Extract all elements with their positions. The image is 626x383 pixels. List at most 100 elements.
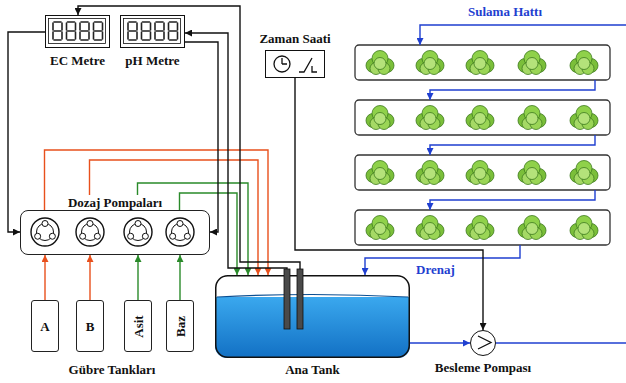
connector xyxy=(295,78,483,330)
node-label: Ana Tank xyxy=(285,362,340,377)
row-flow-line xyxy=(430,190,595,210)
display-segment xyxy=(81,39,88,41)
leaf xyxy=(526,58,538,70)
node-label: Asit xyxy=(130,315,145,337)
node-label: pH Metre xyxy=(125,53,179,68)
row-flow-line xyxy=(430,80,595,100)
lettuce-icon xyxy=(518,106,546,130)
text-holder: B xyxy=(77,301,103,351)
leaf xyxy=(474,113,486,125)
display-segment xyxy=(68,39,75,41)
display-segment xyxy=(143,21,150,23)
display-segment xyxy=(54,39,61,41)
node-label: Besleme Pompası xyxy=(435,360,531,375)
lettuce-plants xyxy=(366,51,598,240)
seven-seg-digit xyxy=(94,22,103,40)
water-surface xyxy=(217,295,408,298)
display-segment xyxy=(163,23,165,30)
connector xyxy=(44,255,45,300)
nutrient-water xyxy=(215,297,410,358)
display-segment xyxy=(129,21,136,23)
meter-display xyxy=(121,16,184,47)
node-label: Zaman Saati xyxy=(259,31,330,46)
leaf xyxy=(374,223,386,235)
main-tank: Ana Tank xyxy=(215,275,410,358)
leaf xyxy=(474,223,486,235)
text-holder: A xyxy=(32,301,58,351)
display-segment xyxy=(54,21,61,23)
plant-rows xyxy=(355,45,610,245)
leaf xyxy=(374,58,386,70)
seven-seg-digit xyxy=(142,22,151,40)
fertilizer-tank: A xyxy=(31,300,59,352)
grow-channel xyxy=(355,155,610,190)
display-segment xyxy=(93,32,95,39)
display-segment xyxy=(170,21,177,23)
display-frame xyxy=(124,19,181,44)
display-segment xyxy=(156,21,163,23)
connector xyxy=(89,255,90,300)
peristaltic-pump xyxy=(76,218,104,246)
sensor-probe xyxy=(284,269,290,329)
display-segment xyxy=(156,39,163,41)
display-segment xyxy=(177,32,179,39)
display-frame xyxy=(49,19,106,44)
display-segment xyxy=(127,23,129,30)
seven-seg-digit xyxy=(80,22,89,40)
display-segment xyxy=(93,23,95,30)
display-segment xyxy=(129,30,136,32)
leaf xyxy=(578,223,590,235)
lettuce-icon xyxy=(518,216,546,240)
display-segment xyxy=(75,32,77,39)
display-segment xyxy=(95,30,102,32)
base-tank: Baz xyxy=(166,300,194,352)
irrigation-line xyxy=(420,25,626,45)
lettuce-icon xyxy=(570,51,598,75)
fertilizer-tank: B xyxy=(76,300,104,352)
leaf xyxy=(526,113,538,125)
display-segment xyxy=(168,23,170,30)
lettuce-icon xyxy=(416,106,444,130)
lettuce-icon xyxy=(466,51,494,75)
display-segment xyxy=(66,32,68,39)
display-segment xyxy=(88,32,90,39)
node-label: Baz xyxy=(172,316,187,337)
leaf xyxy=(424,168,436,180)
display-segment xyxy=(150,32,152,39)
grow-channel xyxy=(355,45,610,80)
node-label: A xyxy=(40,319,49,334)
display-segment xyxy=(66,23,68,30)
seven-seg-digit xyxy=(67,22,76,40)
lettuce-icon xyxy=(366,216,394,240)
display-segment xyxy=(54,30,61,32)
display-segment xyxy=(143,39,150,41)
lettuce-icon xyxy=(466,161,494,185)
display-segment xyxy=(79,32,81,39)
water-lines xyxy=(365,25,626,343)
text-holder: EC Metre xyxy=(50,53,105,68)
leaf xyxy=(424,113,436,125)
display-segment xyxy=(136,32,138,39)
lettuce-icon xyxy=(366,51,394,75)
text-holder: Ana Tank xyxy=(285,362,340,377)
timer-icon xyxy=(266,51,324,77)
display-segment xyxy=(68,21,75,23)
lettuce-icon xyxy=(466,106,494,130)
lettuce-icon xyxy=(518,51,546,75)
lettuce-icon xyxy=(570,161,598,185)
display-segment xyxy=(141,32,143,39)
tank-outline xyxy=(216,276,410,358)
irrigation-label: Sulama Hattı xyxy=(468,4,542,20)
seven-seg-digit xyxy=(155,22,164,40)
display-segment xyxy=(170,30,177,32)
dosing-pump-group: Dozaj Pompaları xyxy=(20,210,210,255)
leaf xyxy=(578,168,590,180)
display-segment xyxy=(61,32,63,39)
leaf xyxy=(374,113,386,125)
feed-pump: Besleme Pompası xyxy=(470,330,496,356)
connector xyxy=(8,32,45,232)
leaf xyxy=(424,223,436,235)
connector xyxy=(410,342,470,343)
tank-body xyxy=(215,275,410,358)
